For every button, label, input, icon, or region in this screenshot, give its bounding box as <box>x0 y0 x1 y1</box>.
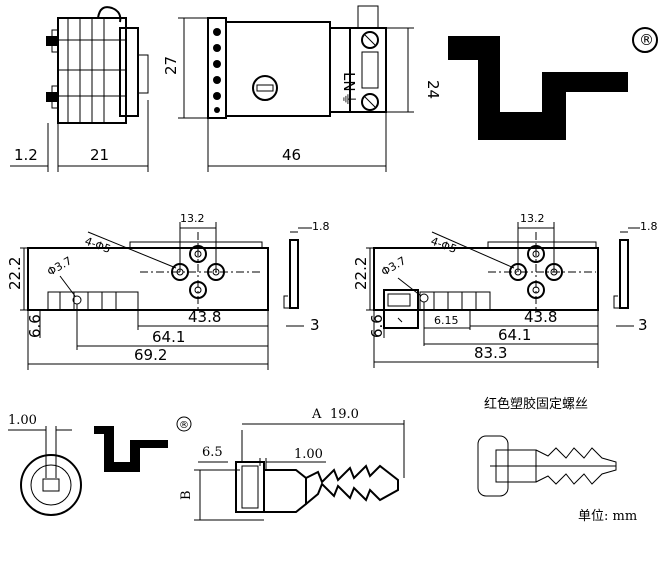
dim-27: 27 <box>162 56 180 75</box>
dim-1-8-left: 1.8 <box>312 220 330 233</box>
dim-69-2-left: 69.2 <box>134 346 167 364</box>
screw-end-view-drawing <box>8 426 82 516</box>
dim-43-8-right: 43.8 <box>524 308 557 326</box>
dim-3-7-right: Φ3.7 <box>379 254 408 278</box>
front-view-drawing <box>178 5 414 172</box>
registered-symbol-small: ® <box>179 420 189 431</box>
unit-label: 单位: mm <box>578 509 637 524</box>
dim-3-left: 3 <box>310 316 320 334</box>
dim-6-6-right: 6.6 <box>368 314 386 338</box>
pcb-plate-left-drawing <box>20 222 312 370</box>
dim-21: 21 <box>90 146 109 164</box>
registered-mark-large <box>632 27 658 53</box>
dim-22-2-left: 22.2 <box>6 257 24 290</box>
dim-3-right: 3 <box>638 316 648 334</box>
dim-64-1-right: 64.1 <box>498 326 531 344</box>
dim-B: B <box>179 490 194 500</box>
dim-13-2-left: 13.2 <box>180 212 205 225</box>
dim-13-2-right: 13.2 <box>520 212 545 225</box>
dim-1-00: 1.00 <box>294 447 323 462</box>
dim-1-2: 1.2 <box>14 146 38 164</box>
dim-19-0: 19.0 <box>330 407 359 422</box>
dim-43-8-left: 43.8 <box>188 308 221 326</box>
registered-mark-small <box>176 416 192 432</box>
dim-3-7-left: Φ3.7 <box>45 254 74 278</box>
brand-logo-large <box>448 36 628 140</box>
red-plastic-screw-drawing <box>477 435 617 497</box>
dim-4-d5-left: 4-Φ5 <box>83 235 112 256</box>
side-view-drawing <box>10 6 149 172</box>
dim-22-2-right: 22.2 <box>352 257 370 290</box>
pcb-plate-right-drawing <box>366 222 640 368</box>
dim-A: A <box>311 407 322 422</box>
dim-6-15-right: 6.15 <box>434 314 459 327</box>
screw-side-view-drawing <box>194 420 405 521</box>
brand-logo-small <box>94 426 168 472</box>
dim-4-d5-right: 4-Φ5 <box>429 235 458 256</box>
dim-1-00-left: 1.00 <box>8 413 37 428</box>
terminal-label: LN⏚ <box>340 72 358 107</box>
registered-symbol-large: ® <box>639 31 654 49</box>
dim-6-6-left: 6.6 <box>26 314 44 338</box>
dim-46: 46 <box>282 146 301 164</box>
dim-1-8-right: 1.8 <box>640 220 658 233</box>
dim-6-5: 6.5 <box>202 445 223 460</box>
dim-64-1-left: 64.1 <box>152 328 185 346</box>
dim-83-3-right: 83.3 <box>474 344 507 362</box>
screw-caption: 红色塑胶固定螺丝 <box>484 396 588 412</box>
dim-24: 24 <box>424 80 442 99</box>
